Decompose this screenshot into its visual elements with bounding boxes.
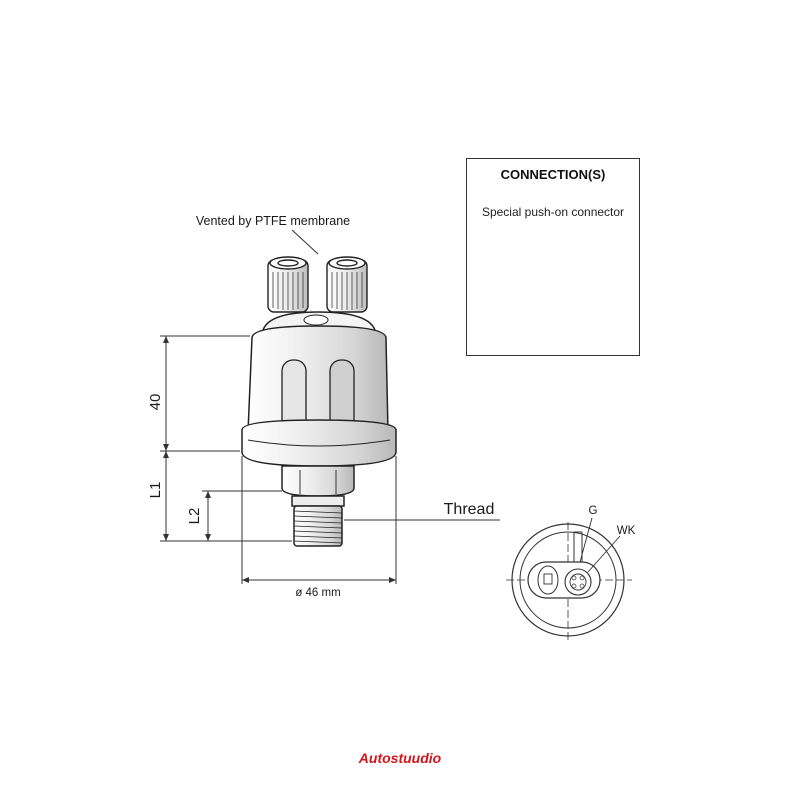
callout-wk xyxy=(587,535,621,573)
dim-l1-label: L1 xyxy=(147,482,164,499)
pin-g-label: G xyxy=(589,505,598,517)
dimension-arrows xyxy=(163,336,396,583)
brand-logo: Autostuudio xyxy=(358,750,442,766)
vent-label: Vented by PTFE membrane xyxy=(196,214,350,228)
connection-subtitle: Special push-on connector xyxy=(481,205,625,219)
connection-title: CONNECTION(S) xyxy=(500,167,606,182)
dimension-lines xyxy=(160,229,500,584)
diameter-label: ø 46 mm xyxy=(295,587,340,599)
vent-membrane xyxy=(303,314,329,326)
terminal-caps xyxy=(267,256,368,313)
thread-label: Thread xyxy=(444,501,495,518)
dim-l2-label: L2 xyxy=(186,508,203,525)
thread-neck xyxy=(291,495,345,507)
callout-g xyxy=(579,517,593,563)
hex-nut xyxy=(281,465,355,497)
center-pin xyxy=(564,568,592,596)
pin-wk-label: WK xyxy=(617,525,636,537)
connector-top-view xyxy=(506,517,632,640)
connection-box: CONNECTION(S) Special push-on connector xyxy=(466,158,640,356)
base-flange xyxy=(241,419,397,467)
sensor-body xyxy=(241,311,397,547)
dim-40-label: 40 xyxy=(147,394,164,411)
